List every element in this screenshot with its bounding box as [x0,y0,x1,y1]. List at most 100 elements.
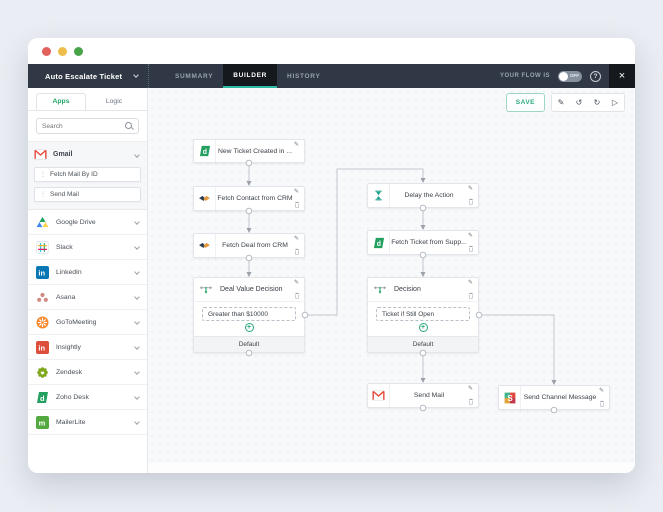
chevron-down-icon [134,369,140,375]
node-delay[interactable]: Delay the Action ✎ [367,183,479,208]
gmail-action-send-mail[interactable]: ⋮ Send Mail [34,187,141,202]
help-icon[interactable]: ? [590,70,601,82]
sidebar-tab-logic[interactable]: Logic [105,98,123,105]
default-branch[interactable]: Default [194,336,304,352]
chevron-down-icon [134,151,140,158]
svg-text:S: S [507,394,513,403]
node-new-ticket[interactable]: d New Ticket Created in ... ✎ [193,139,305,163]
node-fetch-contact[interactable]: Fetch Contact from CRM ✎ [193,186,305,211]
sidebar-item-asana[interactable]: Asana [28,285,147,310]
gotomeeting-icon [36,316,49,328]
zoom-window-light[interactable] [74,46,83,56]
sidebar-item-insightly[interactable]: in Insightly [28,335,147,360]
edit-icon[interactable]: ✎ [557,98,565,107]
gmail-icon [368,384,390,407]
trash-icon[interactable] [468,398,474,405]
node-send-mail[interactable]: Send Mail ✎ [367,383,479,408]
linkedin-icon: in [36,265,49,279]
browser-titlebar [28,38,635,64]
svg-text:d: d [376,241,380,248]
edit-icon[interactable]: ✎ [293,189,300,195]
chevron-down-icon [134,219,140,225]
chevron-down-icon [134,319,140,325]
zoho-desk-icon: d [368,231,390,254]
canvas-footer [148,463,635,473]
chevron-down-icon [134,294,140,300]
tab-history[interactable]: HISTORY [287,72,321,80]
node-send-channel-message[interactable]: S Send Channel Message ✎ [498,385,610,410]
trash-icon[interactable] [468,292,474,299]
trash-icon[interactable] [468,245,474,252]
sidebar-tab-apps[interactable]: Apps [36,93,86,110]
sidebar-item-mailerlite[interactable]: m MailerLite [28,410,147,435]
minimize-window-light[interactable] [58,46,67,56]
edit-icon[interactable]: ✎ [293,280,300,286]
app-window: Auto Escalate Ticket SUMMARY BUILDER HIS… [28,38,635,473]
save-button[interactable]: SAVE [505,93,545,112]
undo-icon[interactable]: ↺ [575,98,583,107]
crm-handshake-icon [194,187,216,210]
sidebar-item-linkedin[interactable]: in LinkedIn [28,260,147,285]
add-condition-icon[interactable]: + [244,323,254,332]
run-icon[interactable]: ▷ [611,98,619,107]
close-icon[interactable]: × [609,64,635,88]
gmail-group-name: Gmail [53,151,73,158]
search-box [36,118,139,134]
redo-icon[interactable]: ↻ [593,98,601,107]
node-deal-value-decision[interactable]: Deal Value Decision ✎ Greater than $1000… [193,277,305,353]
trash-icon[interactable] [294,201,300,208]
close-window-light[interactable] [42,46,51,56]
search-input[interactable] [42,122,125,130]
edit-icon[interactable]: ✎ [598,388,605,394]
decision-branch-icon [373,286,387,294]
sidebar-item-zoho-desk[interactable]: d Zoho Desk [28,385,147,410]
sidebar-tabs: Apps Logic [28,88,147,111]
zendesk-icon [37,366,48,378]
gmail-group-header[interactable]: Gmail [34,147,141,162]
flow-title: Auto Escalate Ticket [45,71,123,81]
trash-icon[interactable] [294,292,300,299]
edit-icon[interactable]: ✎ [293,236,300,242]
canvas-toolbar: SAVE ✎ ↺ ↻ ▷ [505,93,625,112]
mailerlite-icon: m [36,415,49,429]
gmail-action-fetch-mail[interactable]: ⋮ Fetch Mail By ID [34,167,141,182]
svg-text:in: in [38,343,45,352]
node-decision[interactable]: Decision ✎ Ticket if Still Open + Defaul… [367,277,479,353]
edit-icon[interactable]: ✎ [467,280,474,286]
zoho-desk-icon: d [37,391,48,403]
chevron-down-icon [134,269,140,275]
chevron-down-icon [134,394,140,400]
condition-deal-value[interactable]: Greater than $10000 [202,307,296,321]
trash-icon[interactable] [294,248,300,255]
sidebar-item-slack[interactable]: Slack [28,235,147,260]
condition-ticket-open[interactable]: Ticket if Still Open [376,307,470,321]
zoho-desk-icon: d [194,140,216,162]
tab-builder[interactable]: BUILDER [223,64,278,88]
sidebar-item-google-drive[interactable]: Google Drive [28,210,147,235]
edit-icon[interactable]: ✎ [467,386,474,392]
add-condition-icon[interactable]: + [418,323,428,332]
header-divider [148,64,149,88]
toggle-state: OFF [570,73,579,78]
flow-toggle[interactable]: OFF [558,70,582,82]
sidebar-item-gotomeeting[interactable]: GoToMeeting [28,310,147,335]
svg-text:d: d [202,149,206,156]
crm-handshake-icon [194,234,216,257]
edit-icon[interactable]: ✎ [467,186,474,192]
insightly-icon: in [36,340,49,354]
default-branch[interactable]: Default [368,336,478,352]
flow-header: Auto Escalate Ticket SUMMARY BUILDER HIS… [28,64,635,88]
header-right-cluster: YOUR FLOW IS OFF ? × [500,64,635,88]
node-fetch-deal[interactable]: Fetch Deal from CRM ✎ [193,233,305,258]
svg-text:in: in [38,268,45,277]
trash-icon[interactable] [599,400,605,407]
trash-icon[interactable] [468,198,474,205]
flow-status-label: YOUR FLOW IS [500,73,550,79]
node-fetch-ticket[interactable]: d Fetch Ticket from Supp... ✎ [367,230,479,255]
flow-canvas[interactable]: SAVE ✎ ↺ ↻ ▷ [148,88,635,473]
tab-summary[interactable]: SUMMARY [175,72,214,80]
edit-icon[interactable]: ✎ [293,142,300,148]
edit-icon[interactable]: ✎ [467,233,474,239]
sidebar-item-zendesk[interactable]: Zendesk [28,360,147,385]
flow-title-wrap[interactable]: Auto Escalate Ticket [28,64,148,88]
